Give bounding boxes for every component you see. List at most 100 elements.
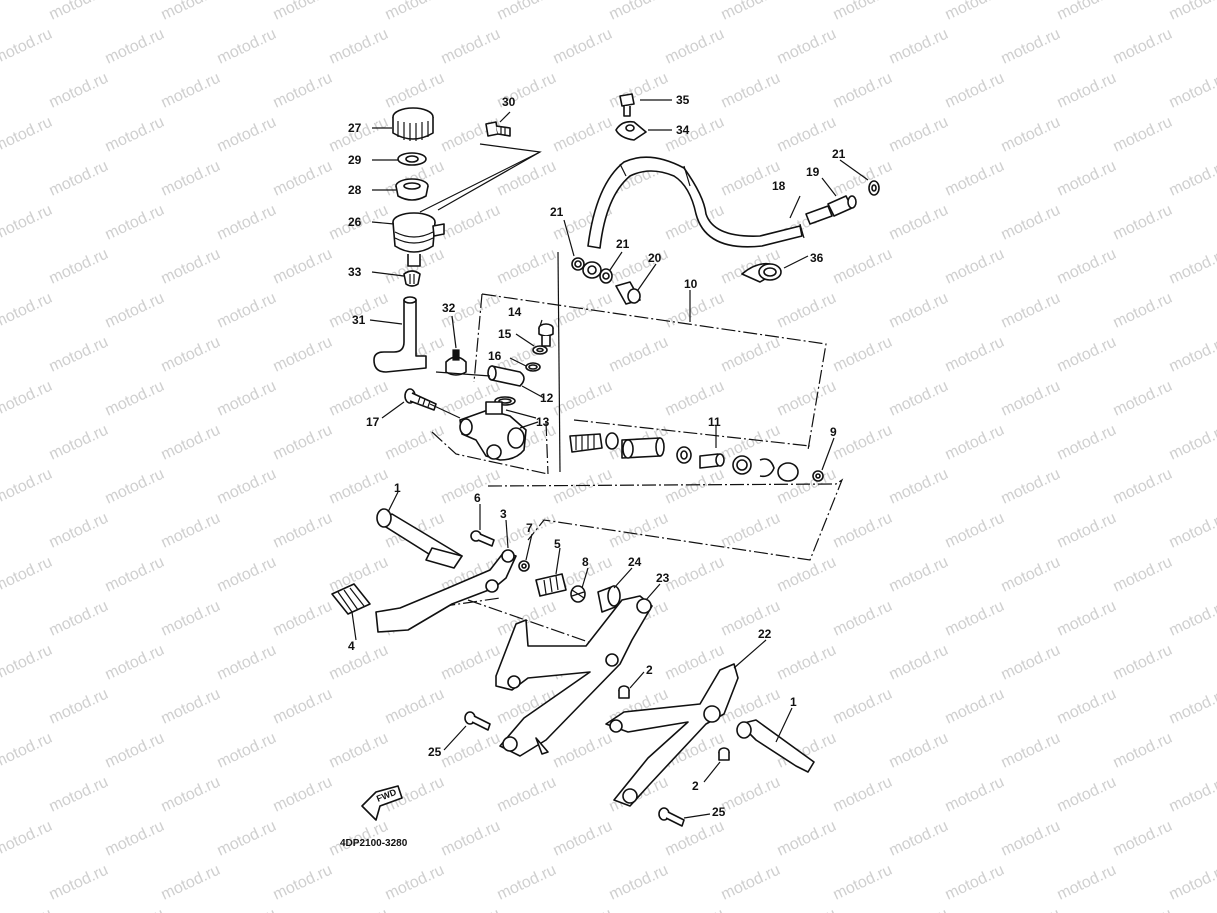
watermark-text: motod.ru <box>383 0 447 24</box>
watermark-text: motod.ru <box>271 70 335 112</box>
watermark-text: motod.ru <box>1055 510 1119 552</box>
watermark-text: motod.ru <box>607 862 671 904</box>
watermark-text: motod.ru <box>999 906 1063 913</box>
watermark-text: motod.ru <box>607 334 671 376</box>
union-bolt-19 <box>805 195 857 225</box>
watermark-text: motod.ru <box>215 730 279 772</box>
watermark-text: motod.ru <box>1111 202 1175 244</box>
watermark-text: motod.ru <box>439 906 503 913</box>
watermark-text: motod.ru <box>999 730 1063 772</box>
watermark-text: motod.ru <box>159 334 223 376</box>
watermark-text: motod.ru <box>607 0 671 24</box>
watermark-text: motod.ru <box>1111 290 1175 332</box>
callout-28: 28 <box>348 183 362 197</box>
kit-10-boundary <box>431 293 844 561</box>
watermark-text: motod.ru <box>271 246 335 288</box>
callout-15: 15 <box>498 327 512 341</box>
watermark-text: motod.ru <box>439 730 503 772</box>
watermark-text: motod.ru <box>159 774 223 816</box>
watermark-text: motod.ru <box>271 686 335 728</box>
spring-8 <box>570 585 586 603</box>
watermark-text: motod.ru <box>887 114 951 156</box>
callout-21-right: 21 <box>832 147 846 161</box>
watermark-text: motod.ru <box>383 422 447 464</box>
watermark-text: motod.ru <box>1167 774 1217 816</box>
watermark-text: motod.ru <box>831 686 895 728</box>
master-cylinder-body <box>459 401 527 461</box>
watermark-text: motod.ru <box>943 862 1007 904</box>
callout-14: 14 <box>508 305 522 319</box>
watermark-text: motod.ru <box>887 466 951 508</box>
watermark-text: motod.ru <box>103 818 167 860</box>
callout-25-right: 25 <box>712 805 726 819</box>
watermark-text: motod.ru <box>1111 466 1175 508</box>
callout-35: 35 <box>676 93 690 107</box>
watermark-text: motod.ru <box>663 818 727 860</box>
watermark-text: motod.ru <box>1055 686 1119 728</box>
hose-clamp-33 <box>403 270 421 287</box>
watermark-text: motod.ru <box>1167 334 1217 376</box>
callout-10: 10 <box>684 277 698 291</box>
watermark-text: motod.ru <box>719 510 783 552</box>
watermark-text: motod.ru <box>495 158 559 200</box>
watermark-text: motod.ru <box>719 862 783 904</box>
watermark-text: motod.ru <box>887 554 951 596</box>
watermark-text: motod.ru <box>439 818 503 860</box>
watermark-text: motod.ru <box>551 906 615 913</box>
watermark-text: motod.ru <box>831 70 895 112</box>
watermark-text: motod.ru <box>215 554 279 596</box>
watermark-text: motod.ru <box>159 510 223 552</box>
watermark-text: motod.ru <box>327 906 391 913</box>
callout-9: 9 <box>830 425 837 439</box>
watermark-text: motod.ru <box>719 774 783 816</box>
watermark-text: motod.ru <box>1111 26 1175 68</box>
watermark-text: motod.ru <box>943 158 1007 200</box>
hose-clamp-32 <box>445 349 467 376</box>
watermark-text: motod.ru <box>887 642 951 684</box>
bolt-14 <box>538 323 554 347</box>
watermark-text: motod.ru <box>943 334 1007 376</box>
watermark-text: motod.ru <box>663 114 727 156</box>
watermark-text: motod.ru <box>159 0 223 24</box>
footrest-1-right <box>736 719 815 773</box>
callout-21-left: 21 <box>550 205 564 219</box>
callout-7: 7 <box>526 521 533 535</box>
callout-8: 8 <box>582 555 589 569</box>
hose-holder-34 <box>615 120 647 141</box>
watermark-text: motod.ru <box>1167 422 1217 464</box>
watermark-text: motod.ru <box>551 818 615 860</box>
watermark-text: motod.ru <box>271 862 335 904</box>
watermark-text: motod.ru <box>495 0 559 24</box>
watermark-text: motod.ru <box>831 334 895 376</box>
o-ring-16 <box>525 362 541 372</box>
watermark-text: motod.ru <box>775 378 839 420</box>
diaphragm-plate-29 <box>397 152 427 166</box>
watermark-text: motod.ru <box>103 554 167 596</box>
watermark-text: motod.ru <box>47 70 111 112</box>
watermark-text: motod.ru <box>943 0 1007 24</box>
watermark-text: motod.ru <box>47 422 111 464</box>
hose-guide-36 <box>741 262 782 283</box>
watermark-text: motod.ru <box>943 246 1007 288</box>
watermark-text: motod.ru <box>0 466 55 508</box>
watermark-text: motod.ru <box>1167 862 1217 904</box>
fwd-arrow-icon: FWD <box>361 785 403 821</box>
watermark-text: motod.ru <box>999 202 1063 244</box>
watermark-text: motod.ru <box>47 158 111 200</box>
gasket-21-left <box>571 257 585 271</box>
watermark-text: motod.ru <box>775 114 839 156</box>
watermark-text: motod.ru <box>0 290 55 332</box>
callout-2-left: 2 <box>646 663 653 677</box>
hose-end-fitting <box>582 261 602 279</box>
watermark-text: motod.ru <box>887 202 951 244</box>
watermark-text: motod.ru <box>999 818 1063 860</box>
bolt-30 <box>485 121 511 137</box>
watermark-text: motod.ru <box>0 642 55 684</box>
callout-26: 26 <box>348 215 362 229</box>
callout-20: 20 <box>648 251 662 265</box>
callout-22: 22 <box>758 627 772 641</box>
watermark-text: motod.ru <box>159 246 223 288</box>
watermark-text: motod.ru <box>1111 906 1175 913</box>
callout-16: 16 <box>488 349 502 363</box>
watermark-text: motod.ru <box>47 774 111 816</box>
